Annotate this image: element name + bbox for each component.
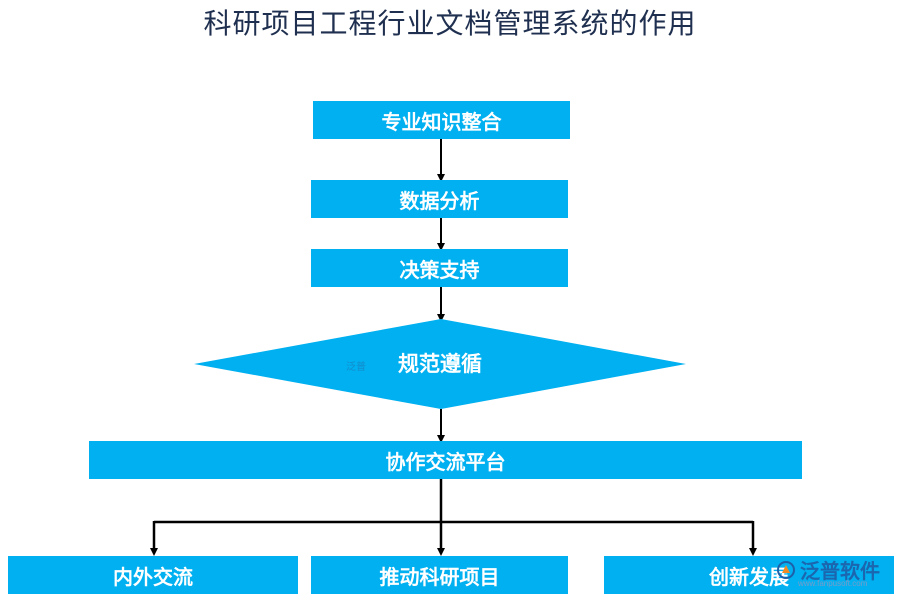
node-knowledge-integration-label: 专业知识整合 bbox=[381, 109, 502, 134]
node-data-analysis: 数据分析 bbox=[311, 180, 568, 218]
node-data-analysis-label: 数据分析 bbox=[399, 188, 480, 213]
node-innovation-development: 创新发展 bbox=[604, 556, 894, 594]
node-knowledge-integration: 专业知识整合 bbox=[313, 101, 570, 139]
node-decision-support: 决策支持 bbox=[311, 249, 568, 287]
node-collaboration-platform-label: 协作交流平台 bbox=[385, 449, 506, 474]
node-decision-support-label: 决策支持 bbox=[399, 257, 480, 282]
node-promote-research: 推动科研项目 bbox=[311, 556, 568, 594]
node-collaboration-platform: 协作交流平台 bbox=[89, 441, 802, 479]
brand-watermark: 泛普软件 www.fanpusoft.com bbox=[776, 555, 880, 588]
node-promote-research-label: 推动科研项目 bbox=[379, 564, 500, 589]
brand-logo-icon bbox=[777, 560, 795, 579]
small-watermark-text: 泛普 bbox=[346, 362, 366, 373]
node-internal-external-exchange: 内外交流 bbox=[8, 556, 298, 594]
page-title: 科研项目工程行业文档管理系统的作用 bbox=[203, 7, 697, 40]
decision-label: 规范遵循 bbox=[398, 351, 482, 376]
brand-watermark-text: 泛普软件 bbox=[800, 561, 880, 583]
node-internal-external-exchange-label: 内外交流 bbox=[113, 564, 193, 589]
decision-diamond bbox=[194, 319, 686, 409]
node-innovation-development-label: 创新发展 bbox=[709, 564, 789, 589]
small-watermark: 泛普 bbox=[346, 358, 366, 373]
brand-watermark-url: www.fanpusoft.com bbox=[798, 579, 868, 588]
